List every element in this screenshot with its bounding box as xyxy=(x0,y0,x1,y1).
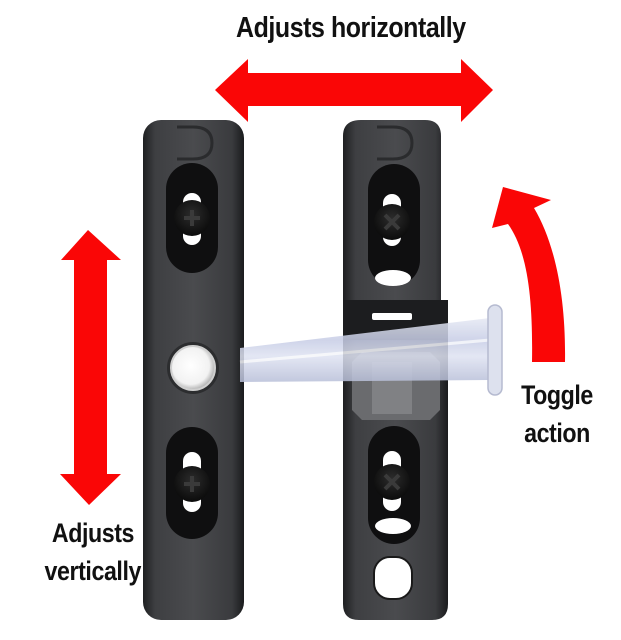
label-adjusts-vertically: Adjusts vertically xyxy=(44,514,142,590)
label-toggle-action: Toggle action xyxy=(518,376,595,452)
label-line: action xyxy=(524,418,590,448)
toggle-pin xyxy=(239,304,503,396)
label-line: vertically xyxy=(44,556,142,586)
label-line: Toggle xyxy=(521,380,593,410)
curved-arrow-up-icon xyxy=(492,187,566,362)
label-adjusts-horizontally: Adjusts horizontally xyxy=(236,12,466,44)
double-arrow-horizontal-icon xyxy=(215,59,493,122)
double-arrow-vertical-icon xyxy=(60,230,121,505)
left-bracket xyxy=(143,120,244,620)
label-line: Adjusts xyxy=(51,518,135,548)
